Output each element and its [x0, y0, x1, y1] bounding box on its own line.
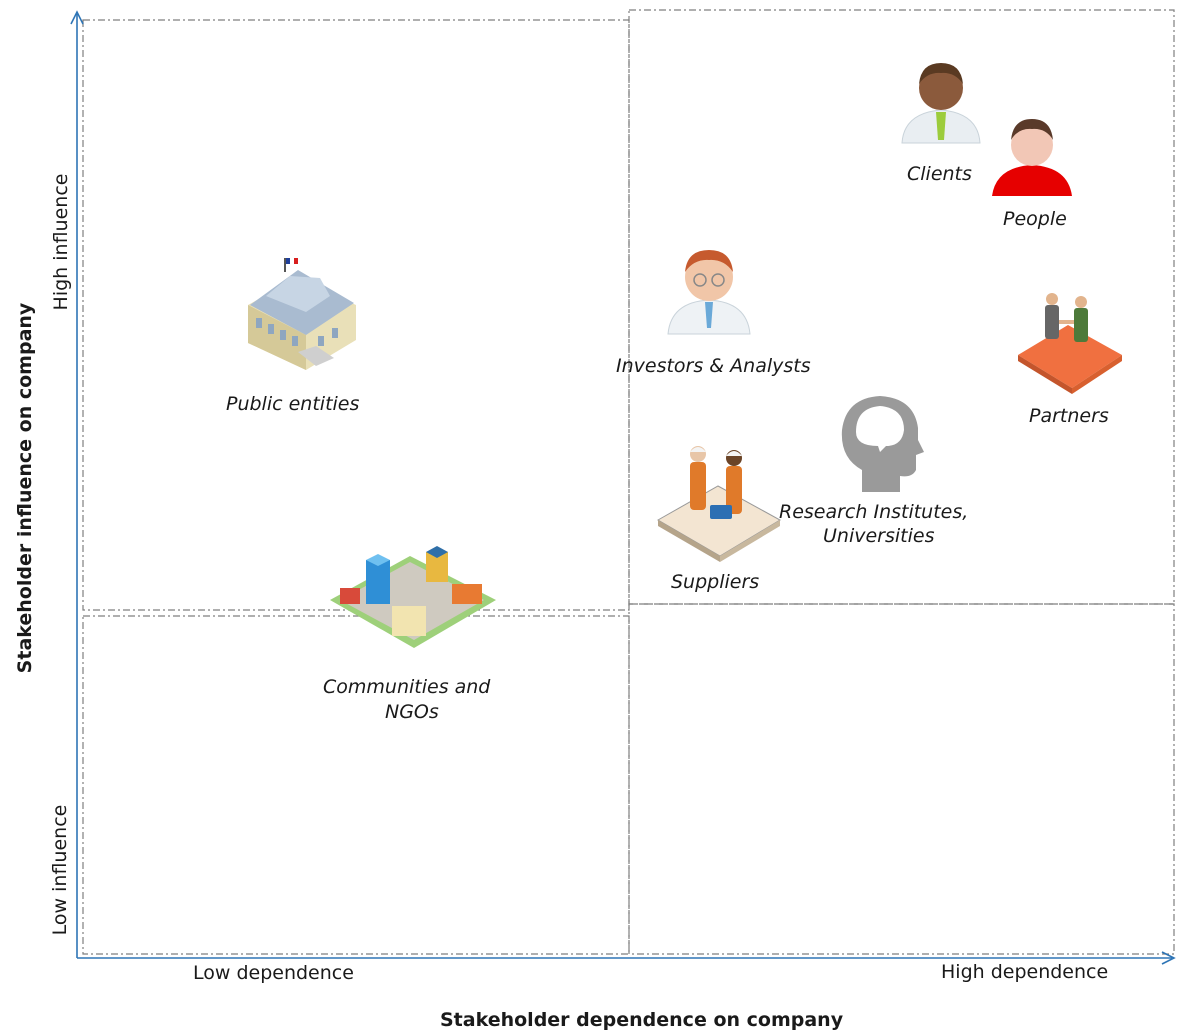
- city-block-icon: [330, 546, 496, 648]
- label-clients: Clients: [907, 163, 972, 185]
- person-red-icon: [992, 119, 1072, 196]
- axes: [70, 10, 1176, 965]
- x-axis-low-label: Low dependence: [193, 962, 354, 984]
- label-research-line2: Universities: [823, 525, 935, 547]
- quadrant-top-left: [82, 19, 630, 611]
- label-research-line1: Research Institutes,: [779, 501, 969, 523]
- y-axis-title: Stakeholder influence on company: [14, 302, 36, 674]
- y-axis-high-label: High influence: [50, 173, 72, 311]
- x-axis-title: Stakeholder dependence on company: [440, 1009, 844, 1031]
- government-building-icon: [248, 258, 356, 370]
- handshake-icon: [1018, 293, 1122, 394]
- head-brain-icon: [841, 396, 924, 492]
- businessman-icon: [901, 63, 981, 144]
- workers-icon: [656, 446, 782, 562]
- label-communities-line1: Communities and: [323, 676, 491, 698]
- quadrant-bottom-left: [82, 615, 630, 955]
- label-people: People: [1003, 208, 1067, 230]
- label-investors: Investors & Analysts: [616, 355, 811, 377]
- quadrant-bottom-right: [628, 603, 1175, 955]
- label-public-entities: Public entities: [226, 393, 360, 415]
- x-axis-high-label: High dependence: [941, 961, 1109, 983]
- quadrant-grid: [82, 9, 1175, 955]
- y-axis-arrow: [70, 10, 84, 25]
- label-partners: Partners: [1029, 405, 1109, 427]
- label-communities-line2: NGOs: [385, 701, 439, 723]
- y-axis-low-label: Low influence: [49, 804, 71, 936]
- label-suppliers: Suppliers: [671, 571, 760, 593]
- investor-person-icon: [667, 250, 751, 335]
- x-axis-arrow: [1161, 951, 1176, 965]
